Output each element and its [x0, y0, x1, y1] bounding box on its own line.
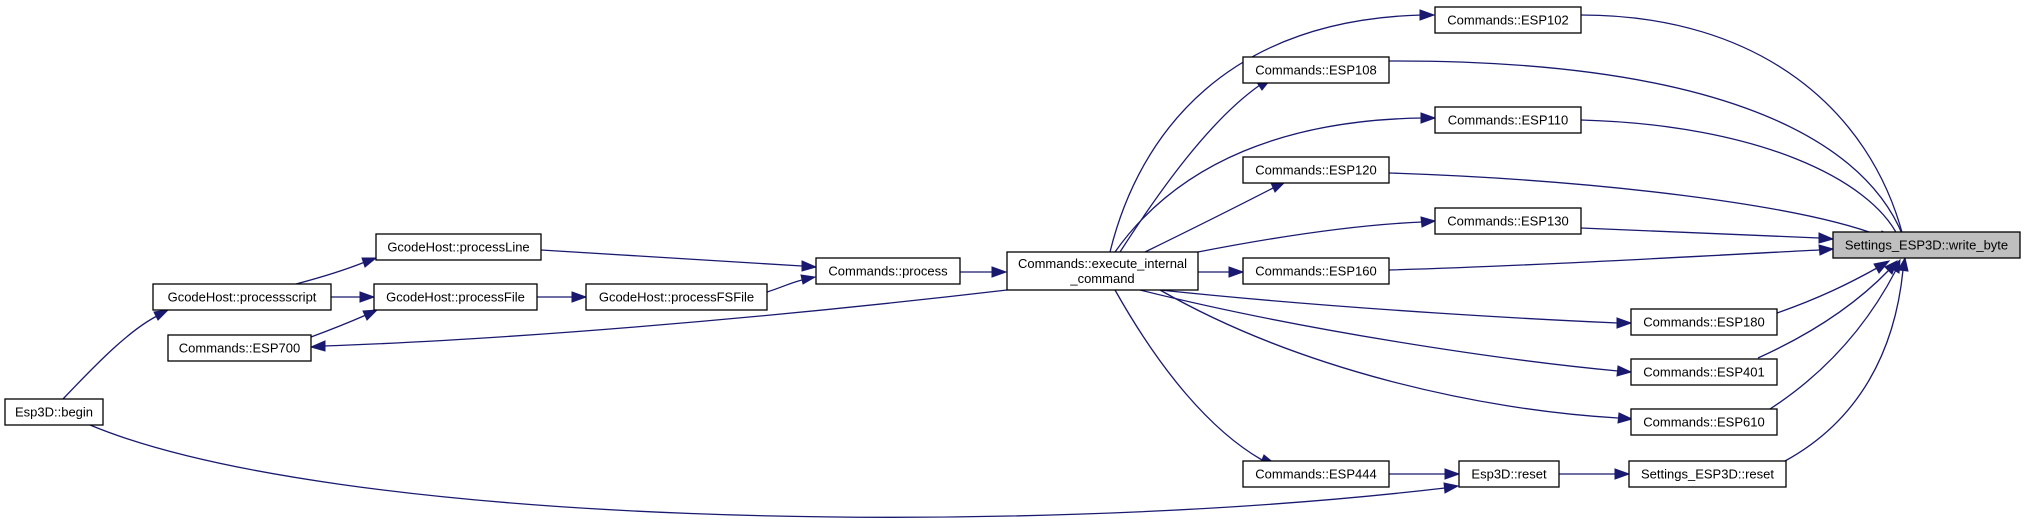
svg-text:GcodeHost::processFile: GcodeHost::processFile [386, 290, 525, 305]
svg-text:GcodeHost::processscript: GcodeHost::processscript [168, 290, 317, 305]
edge-esp130-to-write-byte [1580, 227, 1835, 244]
edge-esp610-to-write-byte [1769, 258, 1901, 410]
edge-exec-to-esp120 [1144, 181, 1287, 253]
node-esp130[interactable]: Commands::ESP130 [1434, 207, 1582, 235]
edge-exec-to-esp110 [1114, 112, 1437, 253]
node-write-byte[interactable]: Settings_ESP3D::write_byte [1832, 231, 2021, 259]
svg-text:GcodeHost::processFSFile: GcodeHost::processFSFile [599, 290, 754, 305]
node-processfsfile[interactable]: GcodeHost::processFSFile [585, 283, 768, 311]
edge-esp160-to-write-byte [1388, 244, 1835, 271]
node-esp610[interactable]: Commands::ESP610 [1630, 408, 1778, 436]
svg-text:Commands::ESP700: Commands::ESP700 [179, 341, 300, 356]
svg-text:Settings_ESP3D::write_byte: Settings_ESP3D::write_byte [1845, 238, 2008, 253]
edge-esp180-to-write-byte [1776, 260, 1891, 314]
edge-esp102-to-write-byte [1580, 14, 1910, 250]
svg-text:Commands::ESP401: Commands::ESP401 [1643, 365, 1764, 380]
edge-process-to-exec [960, 266, 1008, 278]
node-esp180[interactable]: Commands::ESP180 [1630, 308, 1778, 336]
svg-text:Commands::process: Commands::process [828, 264, 948, 279]
node-esp108[interactable]: Commands::ESP108 [1242, 56, 1390, 84]
node-execute-internal-command[interactable]: Commands::execute_internal _command [1006, 251, 1199, 291]
edge-exec-to-esp102 [1109, 9, 1436, 253]
svg-text:Commands::ESP160: Commands::ESP160 [1255, 264, 1376, 279]
edge-esp401-to-write-byte [1757, 259, 1898, 359]
edge-esp444-to-esp3d-reset [1389, 468, 1461, 480]
svg-text:Commands::ESP108: Commands::ESP108 [1255, 63, 1376, 78]
node-settings-reset[interactable]: Settings_ESP3D::reset [1628, 460, 1787, 488]
edge-esp3d-reset-to-settings-reset [1559, 468, 1631, 480]
node-esp120[interactable]: Commands::ESP120 [1242, 156, 1390, 184]
edge-settings-reset-to-write-byte [1784, 256, 1909, 462]
node-esp3d-begin[interactable]: Esp3D::begin [4, 398, 104, 426]
edge-begin-to-esp3d-reset [89, 424, 1460, 518]
svg-text:Commands::ESP120: Commands::ESP120 [1255, 163, 1376, 178]
edge-exec-to-esp610 [1159, 289, 1634, 424]
edge-begin-to-processscript [62, 309, 170, 400]
svg-text:Commands::ESP444: Commands::ESP444 [1255, 467, 1376, 482]
edge-exec-to-esp700 [309, 289, 1008, 352]
edge-processfsfile-to-process [766, 274, 817, 293]
node-processfile[interactable]: GcodeHost::processFile [373, 283, 538, 311]
svg-text:Settings_ESP3D::reset: Settings_ESP3D::reset [1641, 467, 1774, 482]
svg-text:Commands::ESP610: Commands::ESP610 [1643, 415, 1764, 430]
edge-processline-to-process [540, 249, 818, 272]
edge-processfile-to-processfsfile [537, 291, 588, 303]
edge-exec-to-esp160 [1198, 266, 1245, 278]
node-esp700[interactable]: Commands::ESP700 [167, 334, 312, 362]
edge-exec-to-esp180 [1159, 289, 1633, 329]
node-processline[interactable]: GcodeHost::processLine [375, 233, 542, 261]
edge-processscript-to-processfile [331, 291, 376, 303]
node-esp102[interactable]: Commands::ESP102 [1434, 6, 1582, 34]
svg-text:GcodeHost::processLine: GcodeHost::processLine [387, 240, 529, 255]
node-esp160[interactable]: Commands::ESP160 [1242, 257, 1390, 285]
edge-esp700-to-processfile [310, 309, 379, 338]
svg-text:Esp3D::reset: Esp3D::reset [1471, 467, 1547, 482]
node-esp444[interactable]: Commands::ESP444 [1242, 460, 1390, 488]
svg-text:Commands::execute_internal: Commands::execute_internal [1018, 256, 1187, 271]
node-process[interactable]: Commands::process [815, 257, 961, 285]
svg-text:Esp3D::begin: Esp3D::begin [15, 405, 93, 420]
node-esp110[interactable]: Commands::ESP110 [1434, 106, 1582, 134]
edge-exec-to-esp130 [1197, 216, 1437, 253]
svg-text:_command: _command [1069, 271, 1134, 286]
edge-processscript-to-processline [295, 257, 378, 285]
node-esp3d-reset[interactable]: Esp3D::reset [1458, 460, 1560, 488]
svg-text:Commands::ESP130: Commands::ESP130 [1447, 214, 1568, 229]
svg-text:Commands::ESP180: Commands::ESP180 [1643, 315, 1764, 330]
svg-text:Commands::ESP110: Commands::ESP110 [1448, 113, 1568, 128]
svg-text:Commands::ESP102: Commands::ESP102 [1447, 13, 1568, 28]
edge-exec-to-esp444 [1114, 289, 1277, 466]
edge-exec-to-esp401 [1139, 289, 1633, 377]
node-esp401[interactable]: Commands::ESP401 [1630, 358, 1778, 386]
node-processscript[interactable]: GcodeHost::processscript [152, 283, 332, 311]
